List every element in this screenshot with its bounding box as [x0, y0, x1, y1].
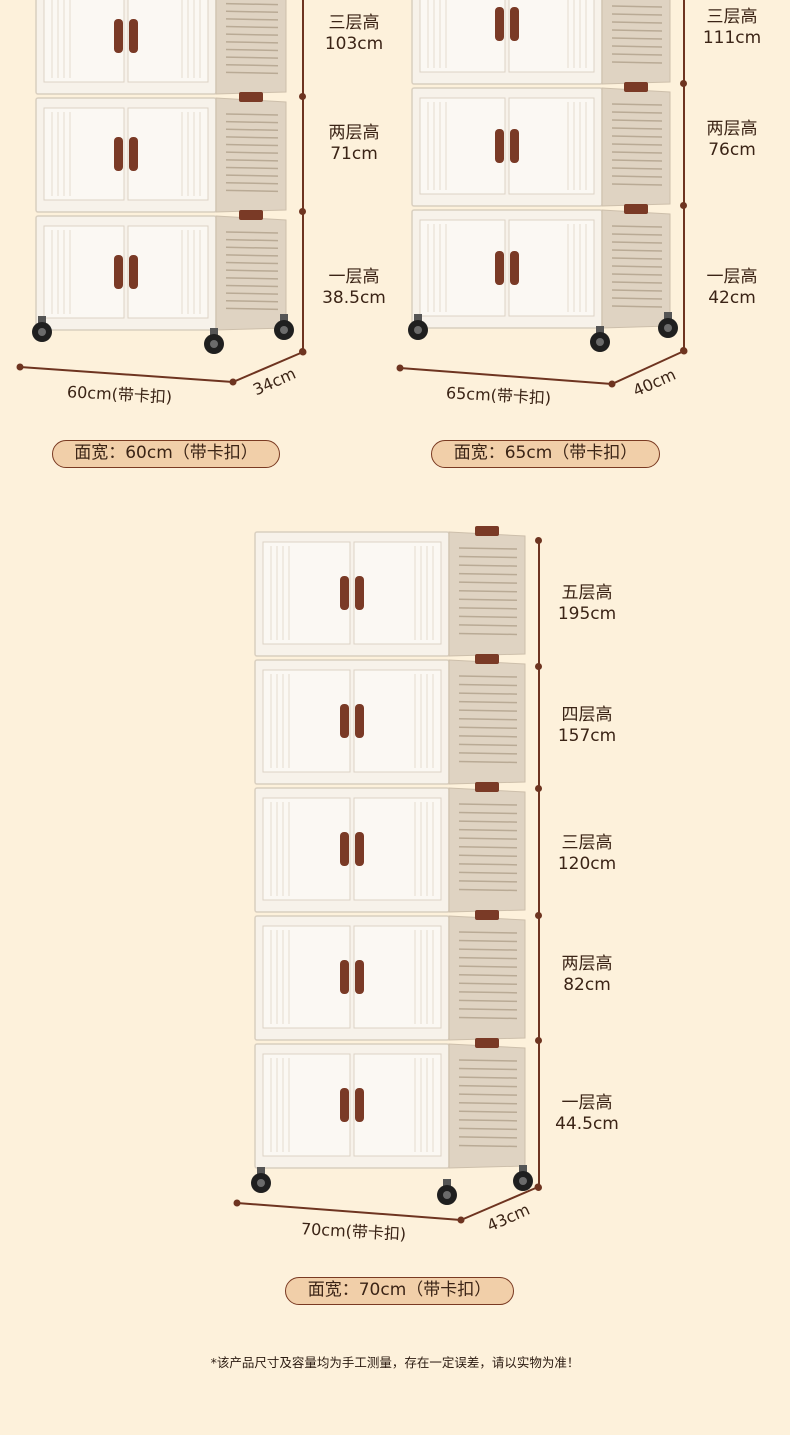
left-width-depth-lines — [16, 348, 307, 386]
caster-wheel — [274, 314, 294, 340]
cabinet-tier — [411, 204, 671, 329]
caster-wheel — [437, 1179, 457, 1205]
cabinet-tier — [35, 92, 287, 213]
right-height-line — [683, 0, 685, 352]
caster-wheel — [513, 1165, 533, 1191]
left-width-badge: 面宽：60cm（带卡扣） — [52, 440, 280, 468]
caster-wheel — [251, 1167, 271, 1193]
center-width-depth-lines — [233, 1186, 539, 1224]
left-cabinet-illustration — [32, 0, 294, 354]
right-width-depth-lines — [396, 347, 688, 388]
caster-wheel — [408, 314, 428, 340]
cabinet-tier — [254, 910, 526, 1041]
center-cabinet-illustration — [251, 526, 533, 1205]
right-cabinet-illustration — [408, 0, 678, 352]
cabinet-tier — [35, 0, 287, 95]
cabinet-tier — [411, 82, 671, 207]
cabinet-tier — [254, 782, 526, 913]
caster-wheel — [590, 326, 610, 352]
caster-wheel — [658, 312, 678, 338]
cabinet-tier — [254, 526, 526, 657]
right-width-badge: 面宽：65cm（带卡扣） — [431, 440, 660, 468]
caster-wheel — [204, 328, 224, 354]
center-width-badge: 面宽：70cm（带卡扣） — [285, 1277, 514, 1305]
cabinet-tier — [35, 210, 287, 331]
cabinet-tier — [411, 0, 671, 85]
cabinet-tier — [254, 1038, 526, 1169]
cabinet-tier — [254, 654, 526, 785]
left-height-line — [302, 0, 304, 352]
footnote: *该产品尺寸及容量均为手工测量，存在一定误差，请以实物为准！ — [210, 1355, 580, 1370]
caster-wheel — [32, 316, 52, 342]
center-height-line — [538, 540, 540, 1188]
